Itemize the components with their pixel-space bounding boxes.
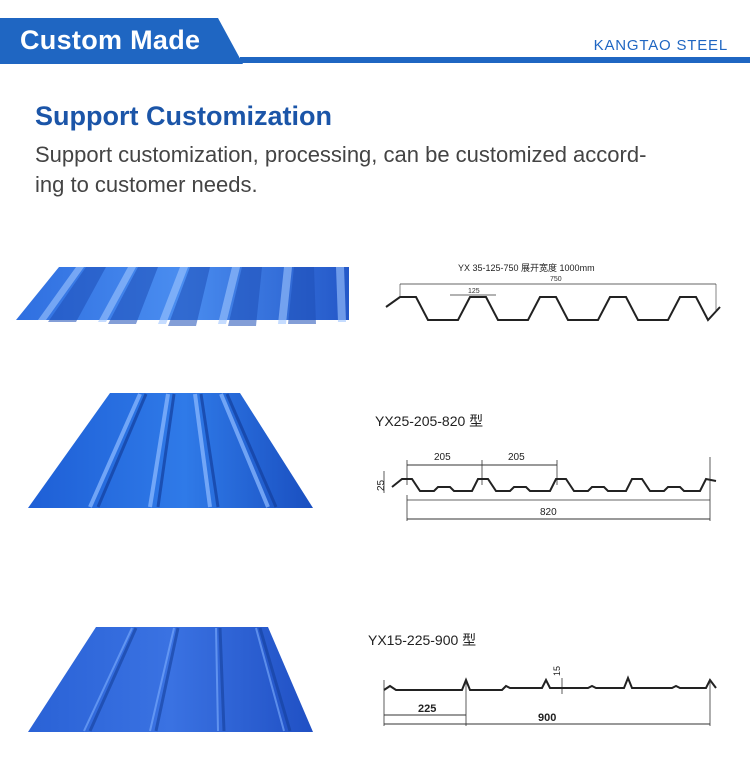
drawing-1-dim-125: 125 [468, 288, 480, 295]
brand-name: KANGTAO STEEL [593, 37, 728, 54]
drawing-3-dim-225: 225 [418, 703, 436, 715]
drawing-2-dim-25: 25 [376, 479, 387, 491]
drawing-1-dim-750: 750 [550, 276, 562, 283]
description-line-2: ing to customer needs. [35, 172, 258, 197]
drawing-2-dim-205-a: 205 [434, 452, 451, 463]
header-tab [0, 18, 243, 64]
product-photo-2 [28, 393, 313, 508]
product-photo-1 [16, 267, 349, 326]
description-line-1: Support customization, processing, can b… [35, 142, 647, 167]
drawing-3-dim-15: 15 [552, 666, 562, 676]
profile-drawing-2: 205 205 25 820 [376, 452, 717, 521]
drawing-2-dim-820: 820 [540, 507, 557, 518]
drawing-2-model: YX25-205-820 型 [375, 413, 484, 429]
drawing-2-dim-205-b: 205 [508, 452, 525, 463]
section-title: Support Customization [35, 101, 332, 131]
product-photo-3 [28, 627, 313, 732]
page-header: Custom Made KANGTAO STEEL [0, 0, 750, 70]
header-title: Custom Made [20, 25, 201, 55]
drawing-1-top-text: YX 35-125-750 展开宽度 1000mm [458, 262, 595, 273]
drawing-3-model: YX15-225-900 型 [368, 632, 477, 648]
section-description: Support customization, processing, can b… [35, 140, 725, 200]
profile-drawing-1: YX 35-125-750 展开宽度 1000mm 750 125 [385, 262, 721, 322]
drawing-3-dim-900: 900 [538, 712, 556, 724]
profile-drawing-3: 15 225 900 [383, 666, 717, 726]
header-underline [240, 57, 750, 63]
